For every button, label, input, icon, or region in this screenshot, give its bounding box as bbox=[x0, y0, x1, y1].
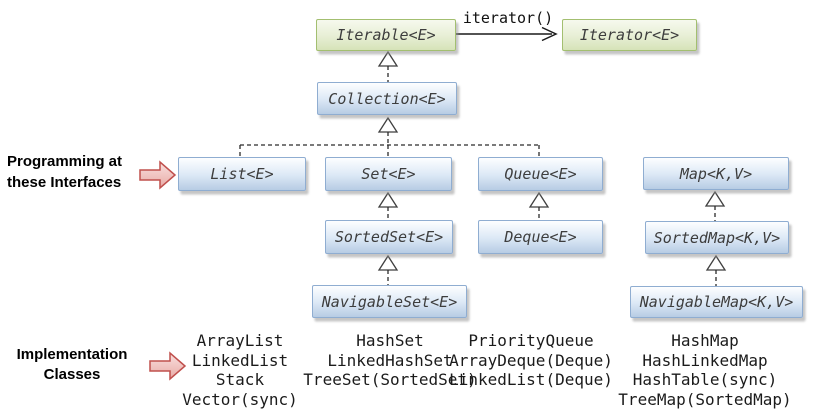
right-block-arrow-icon bbox=[139, 160, 177, 190]
node-deque: Deque<E> bbox=[478, 220, 603, 254]
node-map-label: Map<K,V> bbox=[679, 164, 753, 183]
impl-class: HashLinkedMap bbox=[642, 350, 768, 370]
programming-interfaces-line2: these Interfaces bbox=[7, 174, 122, 191]
generalization-triangle-set bbox=[377, 191, 399, 208]
generalization-triangle-iterable bbox=[377, 50, 399, 67]
node-queue-label: Queue<E> bbox=[504, 165, 577, 183]
impl-queue-column: PriorityQueue ArrayDeque(Deque) LinkedLi… bbox=[441, 331, 621, 390]
node-set-label: Set<E> bbox=[361, 165, 416, 183]
implementation-classes-label: Implementation Classes bbox=[16, 345, 128, 385]
node-navigablemap-label: NavigableMap<K,V> bbox=[639, 293, 794, 311]
node-navigablemap: NavigableMap<K,V> bbox=[630, 286, 803, 318]
node-collection: Collection<E> bbox=[317, 82, 457, 115]
impl-class: LinkedList(Deque) bbox=[449, 370, 613, 389]
node-iterator-label: Iterator<E> bbox=[579, 26, 680, 44]
iterator-method-label: iterator() bbox=[462, 9, 554, 27]
impl-class: HashSet bbox=[356, 331, 424, 350]
node-deque-label: Deque<E> bbox=[504, 228, 577, 246]
impl-class: TreeMap(SortedMap) bbox=[618, 389, 792, 409]
generalization-triangle-map bbox=[704, 190, 726, 207]
iterator-association-arrow bbox=[456, 26, 558, 42]
node-sortedset: SortedSet<E> bbox=[325, 220, 453, 254]
programming-interfaces-line1: Programming at bbox=[7, 153, 123, 170]
impl-class: ArrayDeque(Deque) bbox=[449, 350, 613, 370]
impl-class: TreeSet(SortedSet) bbox=[303, 370, 477, 389]
node-set: Set<E> bbox=[325, 157, 452, 191]
node-iterator: Iterator<E> bbox=[562, 19, 697, 51]
right-block-arrow-icon bbox=[149, 351, 187, 381]
node-iterable-label: Iterable<E> bbox=[336, 26, 436, 44]
node-collection-label: Collection<E> bbox=[328, 89, 446, 108]
impl-set-column: HashSet LinkedHashSet TreeSet(SortedSet) bbox=[302, 331, 478, 390]
impl-class: LinkedHashSet bbox=[327, 350, 453, 370]
impl-map-column: HashMap HashLinkedMap HashTable(sync) Tr… bbox=[615, 331, 795, 409]
impl-class: HashMap bbox=[671, 331, 739, 350]
generalization-triangle-queue bbox=[528, 191, 550, 208]
node-sortedset-label: SortedSet<E> bbox=[334, 228, 444, 246]
impl-class: ArrayList bbox=[196, 331, 284, 350]
implementation-classes-line2: Classes bbox=[43, 366, 101, 383]
impl-class: HashTable(sync) bbox=[632, 370, 778, 389]
impl-list-column: ArrayList LinkedList Stack Vector(sync) bbox=[162, 331, 318, 409]
impl-class: Vector(sync) bbox=[182, 389, 298, 409]
node-map: Map<K,V> bbox=[643, 157, 789, 190]
node-sortedmap: SortedMap<K,V> bbox=[645, 221, 789, 254]
impl-class: Stack bbox=[215, 370, 265, 389]
node-sortedmap-label: SortedMap<K,V> bbox=[653, 228, 781, 247]
node-list-label: List<E> bbox=[210, 165, 274, 183]
impl-class: PriorityQueue bbox=[468, 331, 594, 350]
generalization-triangle-sortedset bbox=[377, 254, 399, 271]
node-iterable: Iterable<E> bbox=[316, 19, 456, 51]
impl-class: LinkedList bbox=[191, 350, 289, 370]
generalization-triangle-sortedmap bbox=[705, 254, 727, 271]
node-list: List<E> bbox=[178, 157, 306, 191]
node-navigableset-label: NavigableSet<E> bbox=[321, 292, 458, 311]
generalization-triangle-collection bbox=[377, 116, 399, 133]
implementation-classes-line1: Implementation bbox=[16, 346, 128, 363]
node-navigableset: NavigableSet<E> bbox=[312, 285, 467, 318]
node-queue: Queue<E> bbox=[478, 157, 603, 191]
programming-interfaces-label: Programming at these Interfaces bbox=[7, 151, 147, 193]
